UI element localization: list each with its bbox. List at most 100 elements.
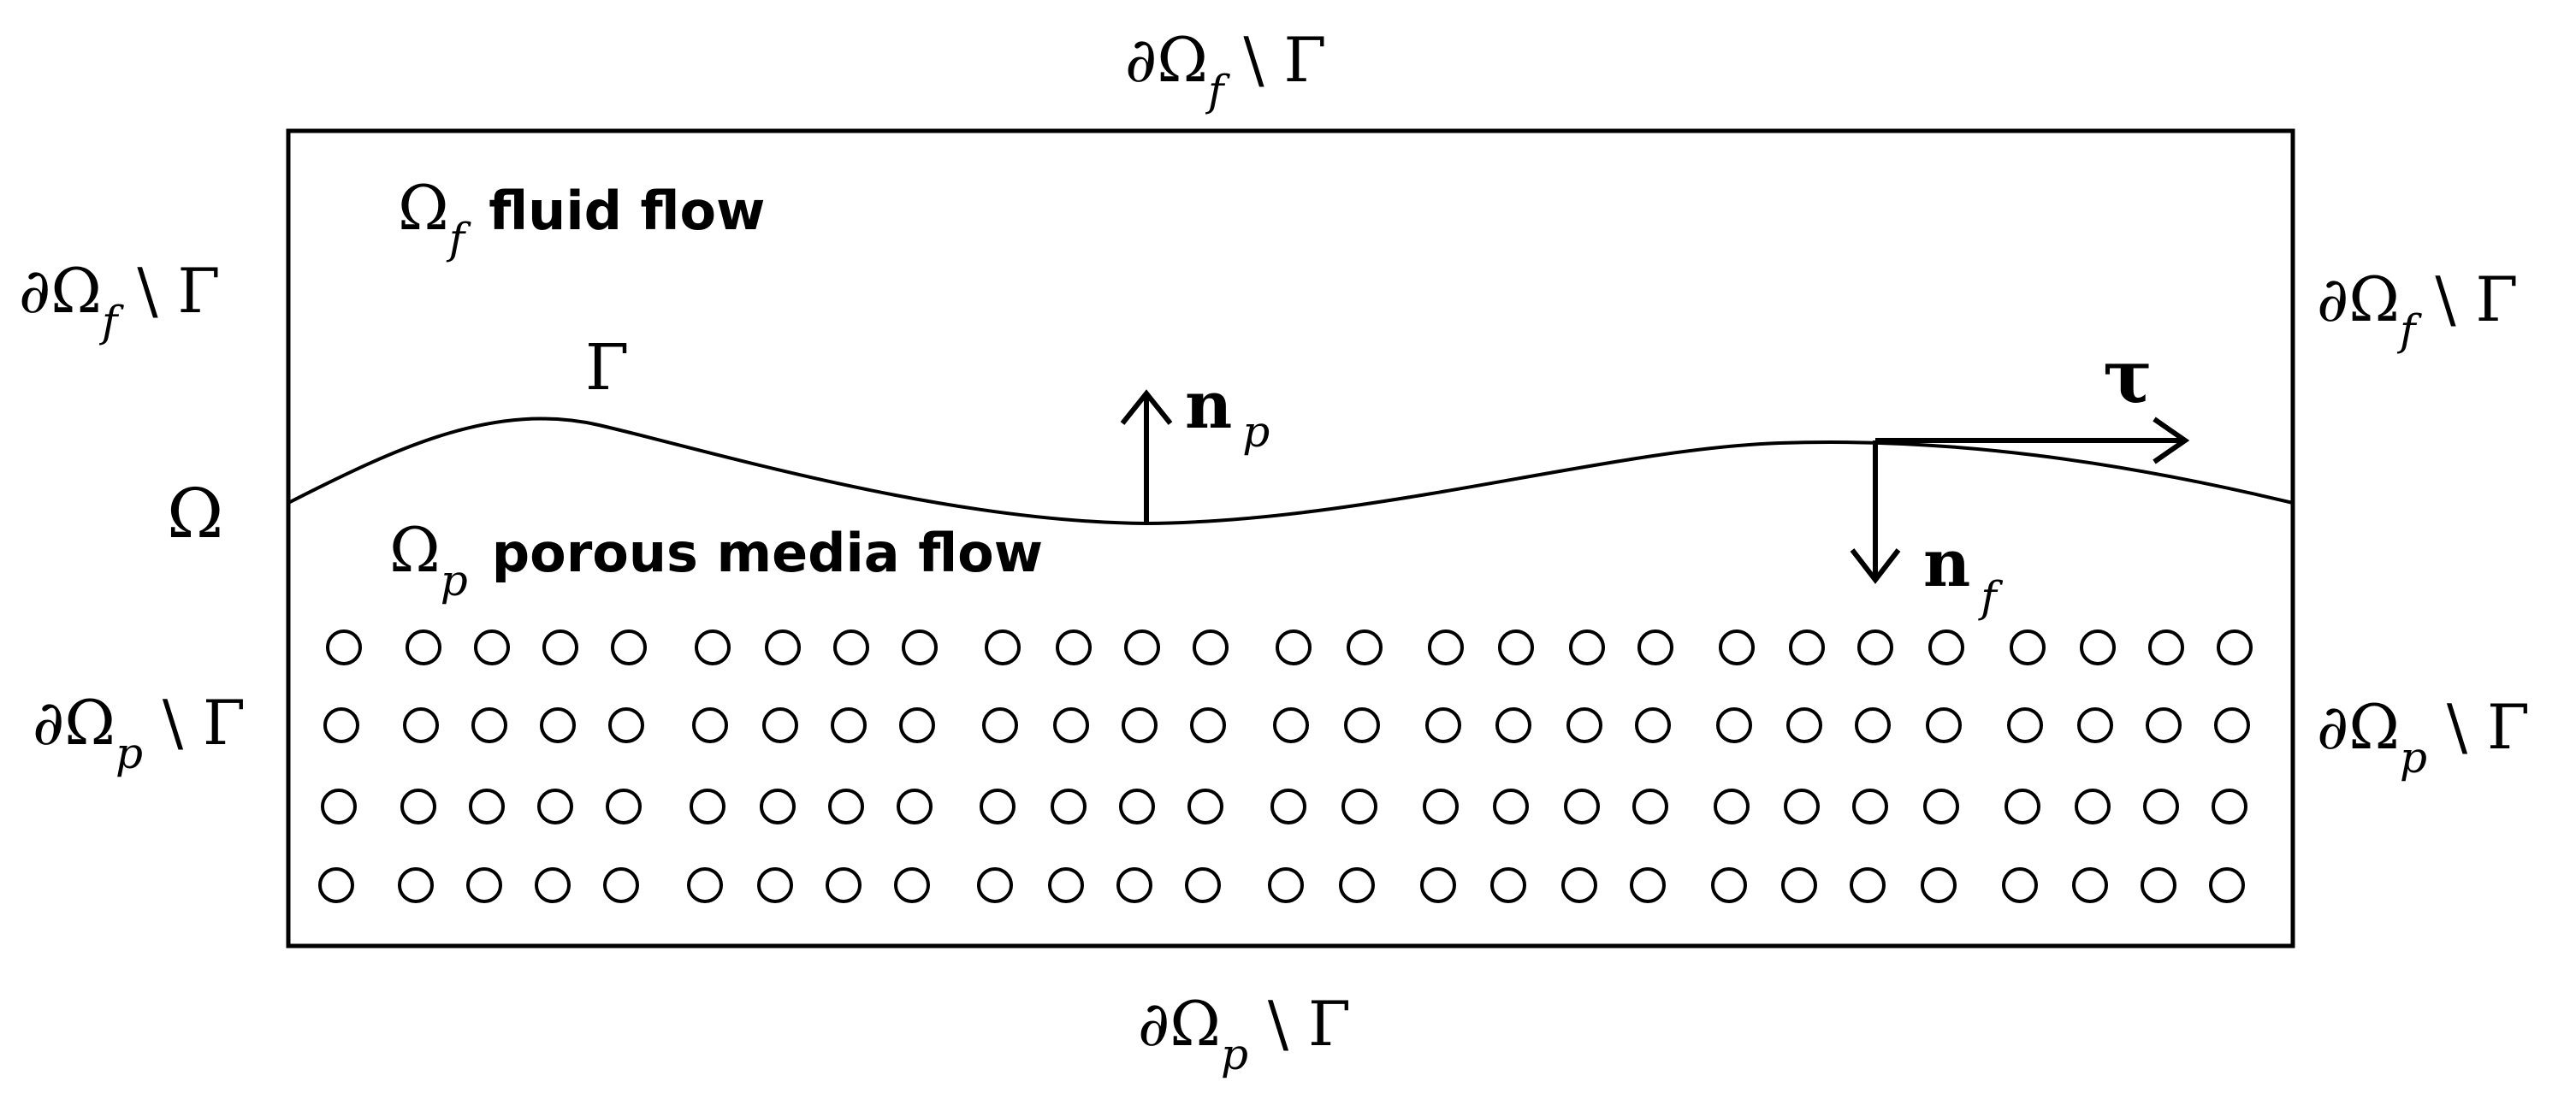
- pore-circle: [1193, 629, 1229, 665]
- pore-circle: [1926, 707, 1962, 743]
- pore-circle: [2010, 629, 2046, 665]
- pore-circle: [1051, 789, 1087, 824]
- pore-circle: [1632, 789, 1668, 824]
- pore-circle: [985, 629, 1021, 665]
- pore-circle: [828, 789, 864, 824]
- pore-circle: [318, 867, 354, 903]
- pore-circle: [2141, 867, 2176, 903]
- pore-circle: [1119, 789, 1155, 824]
- pore-circle: [471, 707, 507, 743]
- pore-circle: [1339, 867, 1375, 903]
- pore-circle: [1276, 629, 1312, 665]
- pore-circle: [323, 707, 359, 743]
- pore-circle: [2214, 707, 2250, 743]
- normal-f-arrow: [1850, 440, 1901, 584]
- pore-circle: [1341, 789, 1377, 824]
- pore-circle: [1852, 789, 1888, 824]
- pore-circle: [1635, 707, 1671, 743]
- pore-circle: [1056, 629, 1092, 665]
- pore-circle: [2005, 789, 2040, 824]
- pore-circle: [1428, 629, 1464, 665]
- pore-circle: [326, 629, 362, 665]
- pore-circle: [1053, 707, 1089, 743]
- pore-circle: [321, 789, 357, 824]
- pore-circle: [1124, 629, 1160, 665]
- pore-circle: [474, 629, 510, 665]
- pore-circle: [608, 707, 644, 743]
- pore-circle: [2002, 867, 2038, 903]
- pore-circle: [1566, 707, 1602, 743]
- pore-circle: [1921, 867, 1957, 903]
- pore-circle: [2080, 629, 2116, 665]
- pore-circle: [2209, 867, 2245, 903]
- pore-circle: [897, 789, 933, 824]
- pore-circle: [2072, 867, 2108, 903]
- pore-circle: [1630, 867, 1666, 903]
- pore-circle: [982, 707, 1018, 743]
- interface-label: Γ: [585, 331, 629, 405]
- pore-circle: [1344, 707, 1380, 743]
- pore-circle: [1855, 707, 1891, 743]
- pore-circle: [1561, 867, 1597, 903]
- pore-circle: [1187, 789, 1223, 824]
- tangent-arrow: [1875, 417, 2190, 464]
- pore-circle: [826, 867, 862, 903]
- pore-circle: [606, 789, 642, 824]
- pore-circle: [1928, 629, 1964, 665]
- left-lower-boundary-label: ∂Ωp \ Γ: [33, 687, 246, 778]
- pore-circle: [1789, 629, 1825, 665]
- pore-circle: [469, 789, 505, 824]
- pore-circle: [1714, 789, 1750, 824]
- pore-circle: [1564, 789, 1600, 824]
- pore-circle: [2143, 789, 2179, 824]
- pore-circle: [695, 629, 731, 665]
- pore-circle: [1498, 629, 1534, 665]
- pore-circle: [1273, 707, 1309, 743]
- bottom-boundary-label: ∂Ωp \ Γ: [1138, 988, 1351, 1079]
- pore-circle: [1347, 629, 1383, 665]
- pore-circle: [902, 629, 938, 665]
- pore-circle: [2212, 789, 2247, 824]
- pore-circle: [1711, 867, 1747, 903]
- pore-circle: [1268, 867, 1304, 903]
- pore-circle: [537, 789, 573, 824]
- pore-circle: [1116, 867, 1152, 903]
- pore-circle: [542, 629, 578, 665]
- pore-circle: [1423, 789, 1459, 824]
- pore-circle: [1637, 629, 1673, 665]
- pore-circle: [1425, 707, 1461, 743]
- pore-circle: [1569, 629, 1605, 665]
- pore-circle: [400, 789, 436, 824]
- domain-boundary-rect: [286, 128, 2295, 948]
- top-boundary-label: ∂Ωf \ Γ: [1125, 24, 1326, 115]
- pore-circle: [611, 629, 647, 665]
- pore-circle: [406, 629, 441, 665]
- pore-circle: [403, 707, 439, 743]
- porous-media-pores: [318, 629, 2253, 903]
- pore-circle: [831, 707, 867, 743]
- pore-circle: [1781, 867, 1817, 903]
- pore-circle: [2077, 707, 2113, 743]
- pore-circle: [1784, 789, 1820, 824]
- pore-circle: [687, 867, 723, 903]
- pore-circle: [690, 789, 725, 824]
- pore-circle: [765, 629, 801, 665]
- pore-circle: [603, 867, 639, 903]
- pore-circle: [980, 789, 1016, 824]
- pore-circle: [2075, 789, 2111, 824]
- pore-circle: [1490, 867, 1526, 903]
- pore-circle: [1185, 867, 1221, 903]
- pore-circle: [762, 707, 798, 743]
- pore-circle: [894, 867, 930, 903]
- pore-circle: [2148, 629, 2184, 665]
- pore-circle: [1923, 789, 1959, 824]
- pore-circle: [1857, 629, 1893, 665]
- pore-circle: [1420, 867, 1456, 903]
- pore-circle: [1719, 629, 1755, 665]
- normal-p-arrow: [1120, 389, 1173, 523]
- pore-circle: [833, 629, 869, 665]
- pore-circle: [1270, 789, 1306, 824]
